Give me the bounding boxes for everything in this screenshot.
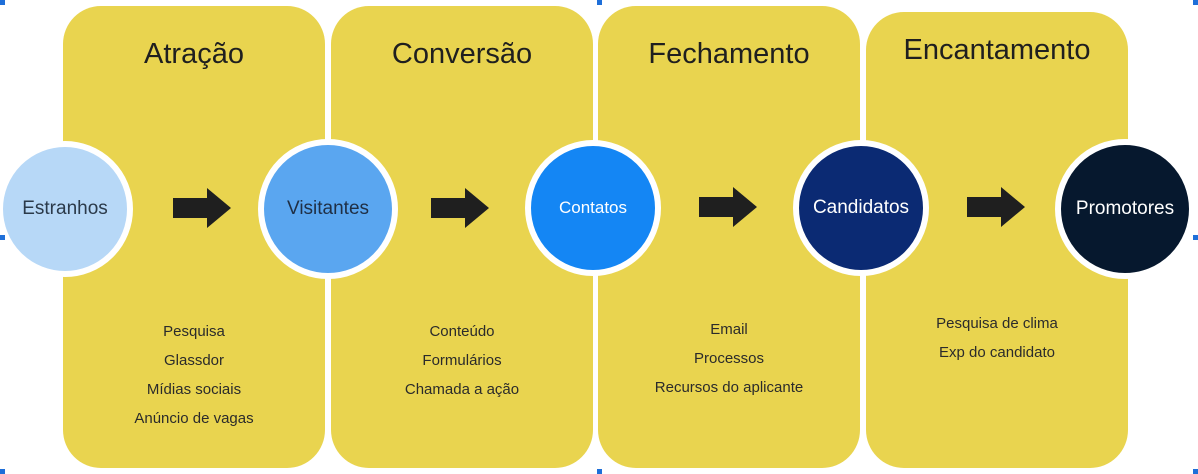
- arrow-right-icon: [699, 187, 757, 227]
- stage-title: Conversão: [391, 38, 533, 70]
- stage-item: Pesquisa: [163, 323, 225, 340]
- stage-items: Pesquisa de clima Exp do candidato: [866, 309, 1128, 367]
- selection-handle[interactable]: [597, 0, 602, 5]
- node-label: Estranhos: [22, 198, 108, 219]
- arrow-right-icon: [967, 187, 1025, 227]
- arrow-right-icon: [431, 188, 489, 228]
- stage-item: Recursos do aplicante: [654, 379, 804, 396]
- stage-item: Anúncio de vagas: [134, 410, 254, 427]
- node-estranhos: Estranhos: [0, 141, 133, 277]
- selection-handle[interactable]: [1193, 235, 1198, 240]
- stage-items: Pesquisa Glassdor Mídias sociais Anúncio…: [63, 317, 325, 433]
- stage-item: Exp do candidato: [939, 344, 1055, 361]
- stage-title: Atração: [144, 38, 244, 70]
- stage-item: Mídias sociais: [146, 381, 242, 398]
- selection-handle[interactable]: [0, 0, 5, 5]
- node-label: Promotores: [1075, 198, 1175, 219]
- selection-handle[interactable]: [1193, 469, 1198, 474]
- node-label: Contatos: [558, 198, 628, 217]
- stage-item: Processos: [693, 350, 765, 367]
- node-candidatos: Candidatos: [793, 140, 929, 276]
- stage-item: Formulários: [422, 352, 502, 369]
- node-promotores: Promotores: [1055, 139, 1195, 279]
- stage-item: Email: [710, 321, 748, 338]
- node-visitantes: Visitantes: [258, 139, 398, 279]
- stage-item: Chamada a ação: [404, 381, 520, 398]
- node-contatos: Contatos: [525, 140, 661, 276]
- stage-title: Encantamento: [903, 34, 1091, 66]
- stage-items: Conteúdo Formulários Chamada a ação: [331, 317, 593, 404]
- arrow-right-icon: [173, 188, 231, 228]
- node-label: Candidatos: [812, 197, 910, 218]
- stage-title: Fechamento: [648, 38, 810, 70]
- selection-handle[interactable]: [597, 469, 602, 474]
- selection-handle[interactable]: [0, 235, 5, 240]
- stage-item: Glassdor: [163, 352, 225, 369]
- stage-items: Email Processos Recursos do aplicante: [598, 315, 860, 402]
- stage-item: Conteúdo: [429, 323, 495, 340]
- stage-item: Pesquisa de clima: [936, 315, 1058, 332]
- selection-handle[interactable]: [1193, 0, 1198, 5]
- selection-handle[interactable]: [0, 469, 5, 474]
- node-label: Visitantes: [286, 198, 370, 219]
